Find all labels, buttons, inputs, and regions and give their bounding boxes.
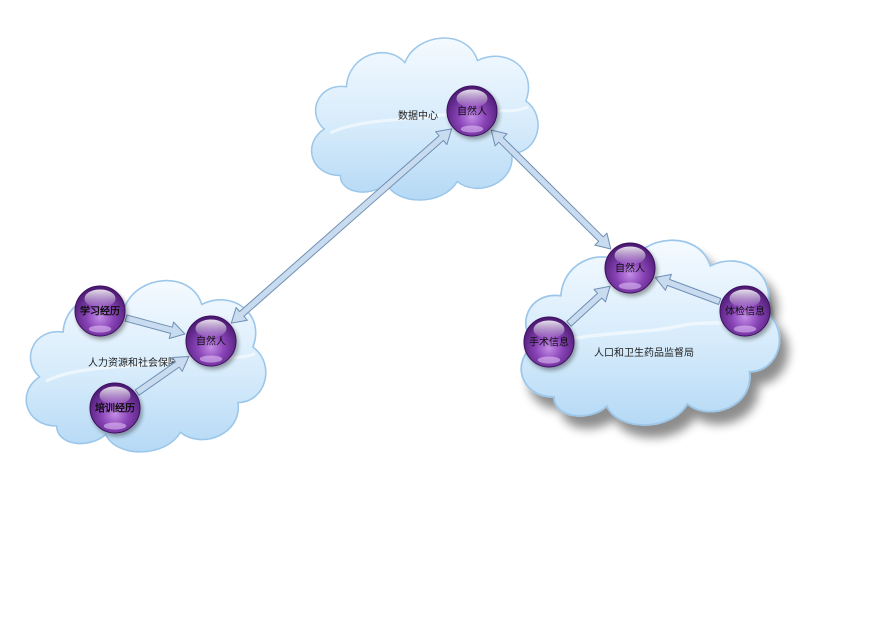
node-label: 手术信息	[529, 336, 569, 349]
node-label: 自然人	[457, 105, 487, 118]
node-label: 自然人	[615, 262, 645, 275]
node-label: 学习经历	[80, 305, 120, 318]
node-bottom-glow	[733, 325, 757, 333]
node-label: 体检信息	[725, 305, 765, 318]
node-checkup-info[interactable]: 体检信息	[719, 285, 771, 337]
node-surgery-info[interactable]: 手术信息	[523, 316, 575, 368]
arrow-training-history-to-hr-person	[134, 356, 190, 396]
node-training-history[interactable]: 培训经历	[89, 382, 141, 434]
node-dc-person[interactable]: 自然人	[446, 85, 498, 137]
node-highlight	[729, 289, 761, 308]
arrow-hr-person-to-dc-person	[230, 128, 453, 324]
node-study-history[interactable]: 学习经历	[74, 285, 126, 337]
node-health-person[interactable]: 自然人	[604, 242, 656, 294]
node-highlight	[533, 320, 565, 339]
node-highlight	[614, 246, 646, 265]
arrow-health-person-to-dc-person	[490, 129, 612, 250]
node-bottom-glow	[618, 282, 642, 290]
node-bottom-glow	[537, 356, 561, 364]
node-bottom-glow	[88, 325, 112, 333]
arrow-surgery-info-to-health-person	[566, 285, 611, 327]
node-bottom-glow	[103, 422, 127, 430]
cloud-label-data-center: 数据中心	[398, 109, 438, 122]
node-label: 自然人	[196, 335, 226, 348]
cloud-label-hr: 人力资源和社会保障	[88, 356, 178, 369]
arrow-checkup-info-to-health-person	[654, 273, 722, 305]
node-highlight	[456, 89, 488, 108]
node-label: 培训经历	[95, 402, 135, 415]
arrows-layer	[124, 128, 722, 396]
node-highlight	[99, 386, 131, 405]
node-highlight	[195, 319, 227, 338]
node-bottom-glow	[460, 125, 484, 133]
arrow-study-history-to-hr-person	[124, 314, 186, 339]
cloud-label-health: 人口和卫生药品监督局	[594, 346, 694, 359]
node-bottom-glow	[199, 355, 223, 363]
node-highlight	[84, 289, 116, 308]
node-hr-person[interactable]: 自然人	[185, 315, 237, 367]
